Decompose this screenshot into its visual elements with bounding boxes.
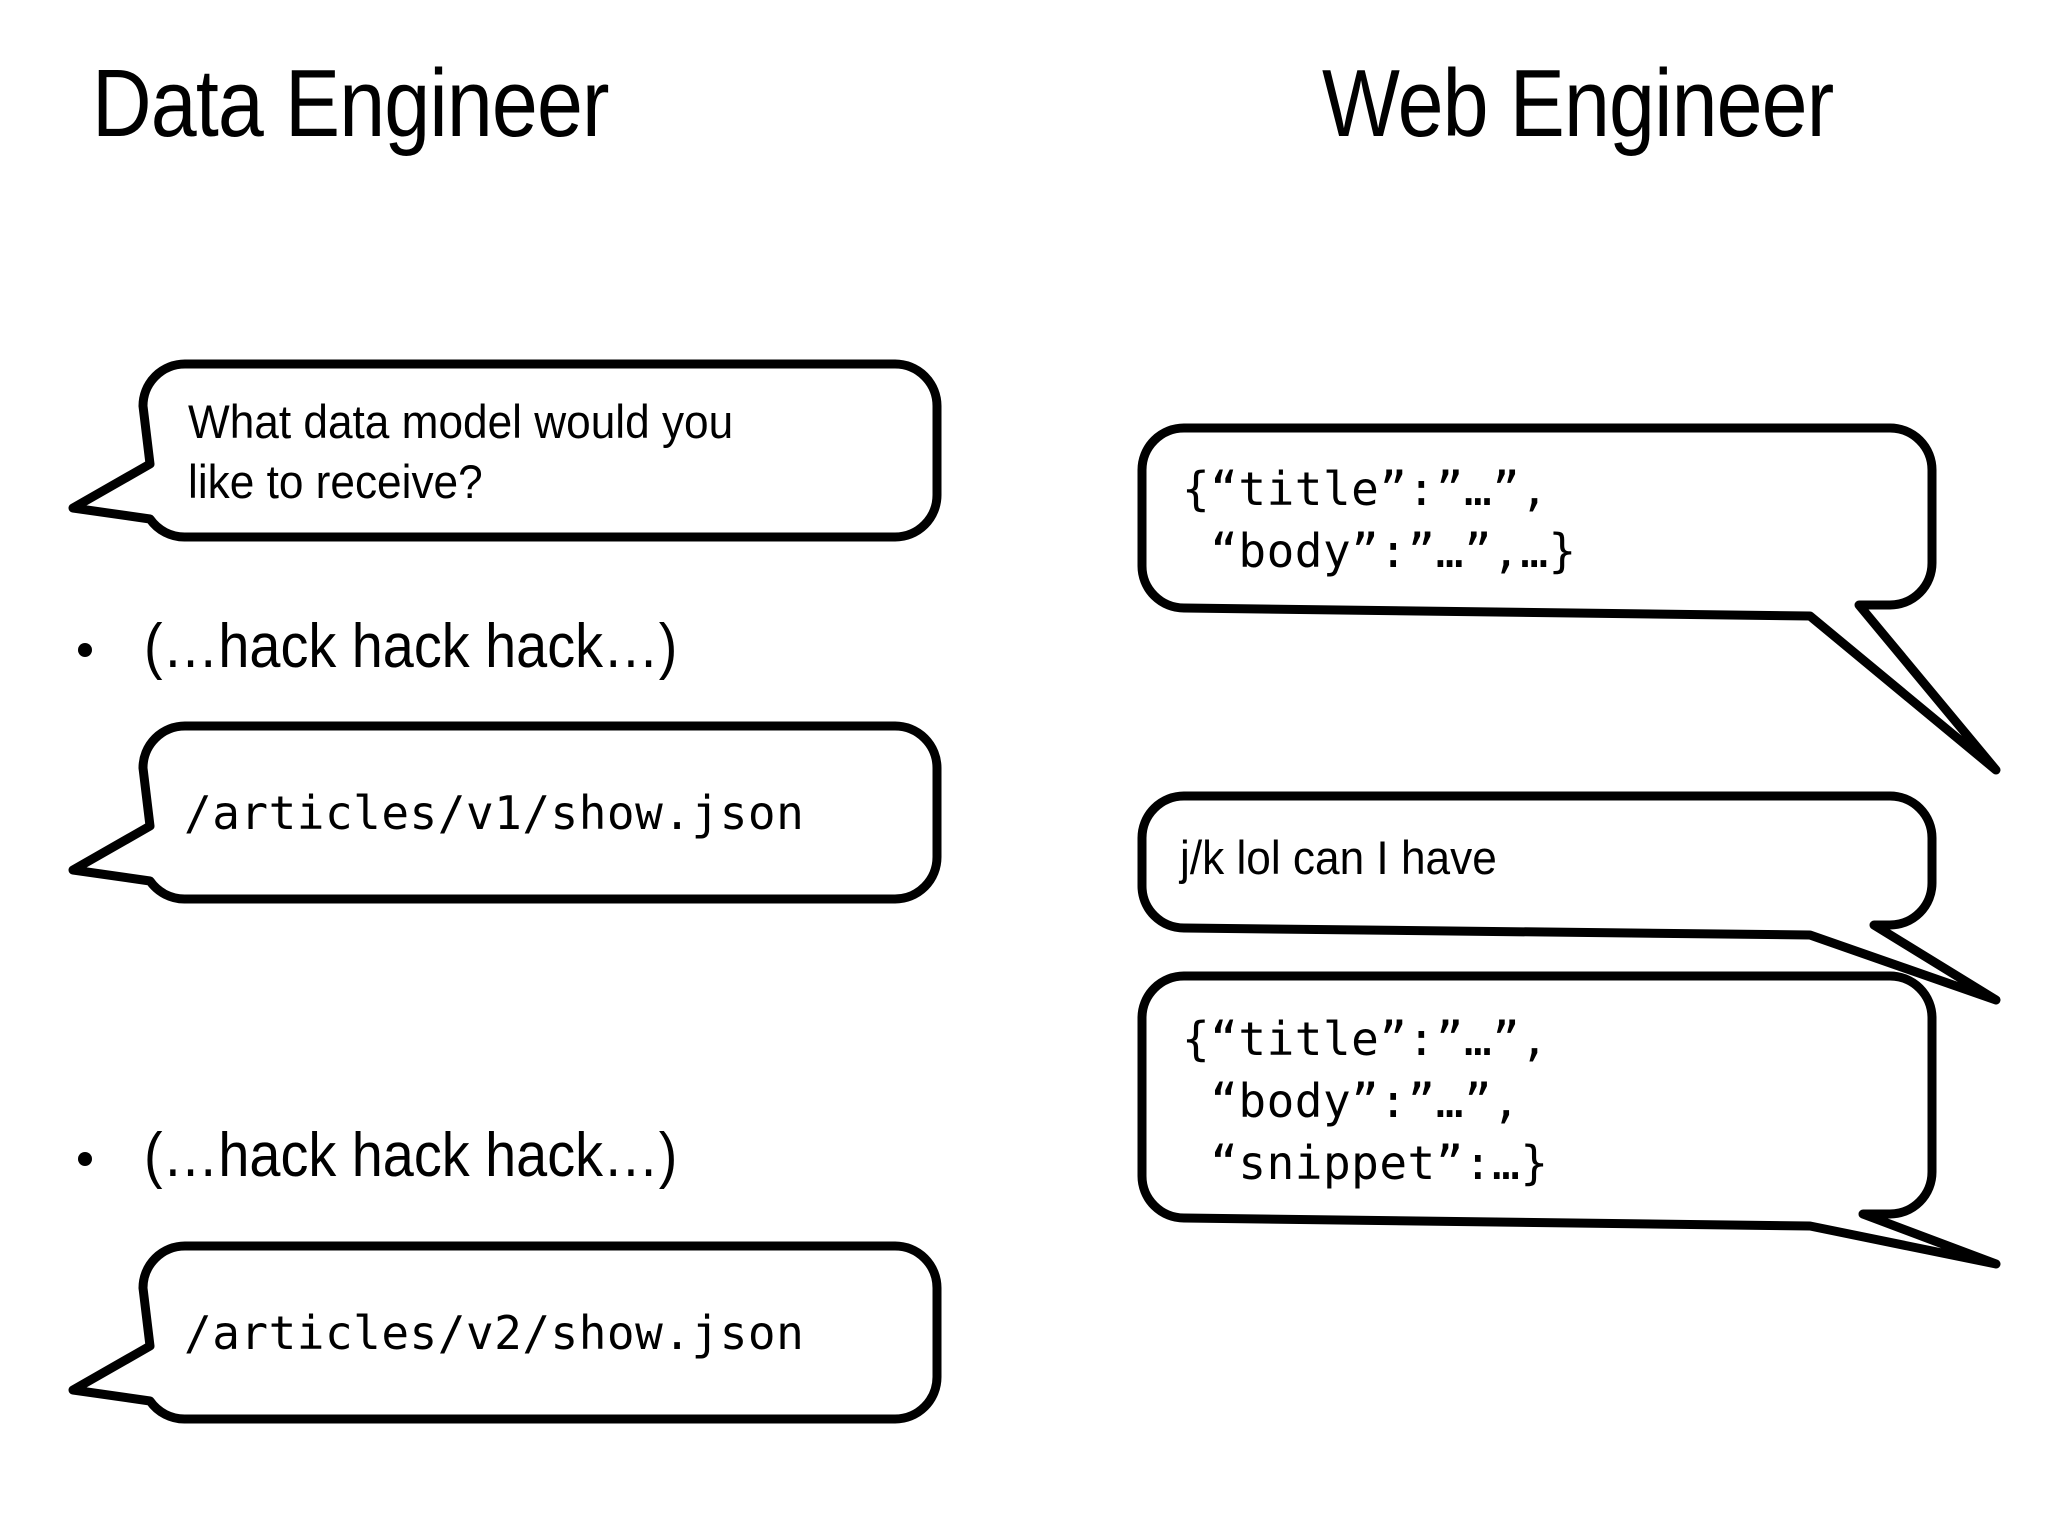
speech-bubble-left-2-shape [68,721,942,904]
speech-bubble-right-1-line-1: {“title”:”…”, [1182,462,1549,516]
speech-bubble-right-2-line-1: j/k lol can I have [1180,831,1497,884]
speech-bubble-left-1-line-2: like to receive? [188,455,483,508]
speech-bubble-left-2-line-1: /articles/v1/show.json [184,786,805,840]
speech-bubble-right-3-line-2: “body”:”…”, [1182,1074,1521,1128]
speech-bubble-right-3-line-1: {“title”:”…”, [1182,1012,1549,1066]
speech-bubble-left-3-line-1: /articles/v2/show.json [184,1306,805,1360]
bullet-dot-icon [78,1152,92,1166]
speech-bubble-left-3-shape [68,1241,942,1424]
column-heading-web-engineer: Web Engineer [1322,50,1834,157]
bullet-item-hack-1: (…hack hack hack…) [78,616,737,678]
bullet-item-hack-1-label: (…hack hack hack…) [144,612,678,681]
speech-bubble-left-1-shape [68,359,942,542]
speech-bubble-right-1-line-2: “body”:”…”,…} [1182,524,1577,578]
speech-bubble-right-1-shape [1137,423,2001,775]
column-heading-data-engineer: Data Engineer [92,50,609,157]
speech-bubble-right-2-shape [1137,791,2001,1005]
speech-bubble-right-3-shape [1137,971,2001,1269]
bullet-item-hack-2: (…hack hack hack…) [78,1125,737,1187]
speech-bubble-left-1-line-1: What data model would you [188,395,734,448]
speech-bubble-right-3-line-3: “snippet”:…} [1182,1136,1549,1190]
bullet-item-hack-2-label: (…hack hack hack…) [144,1121,678,1190]
bullet-dot-icon [78,643,92,657]
